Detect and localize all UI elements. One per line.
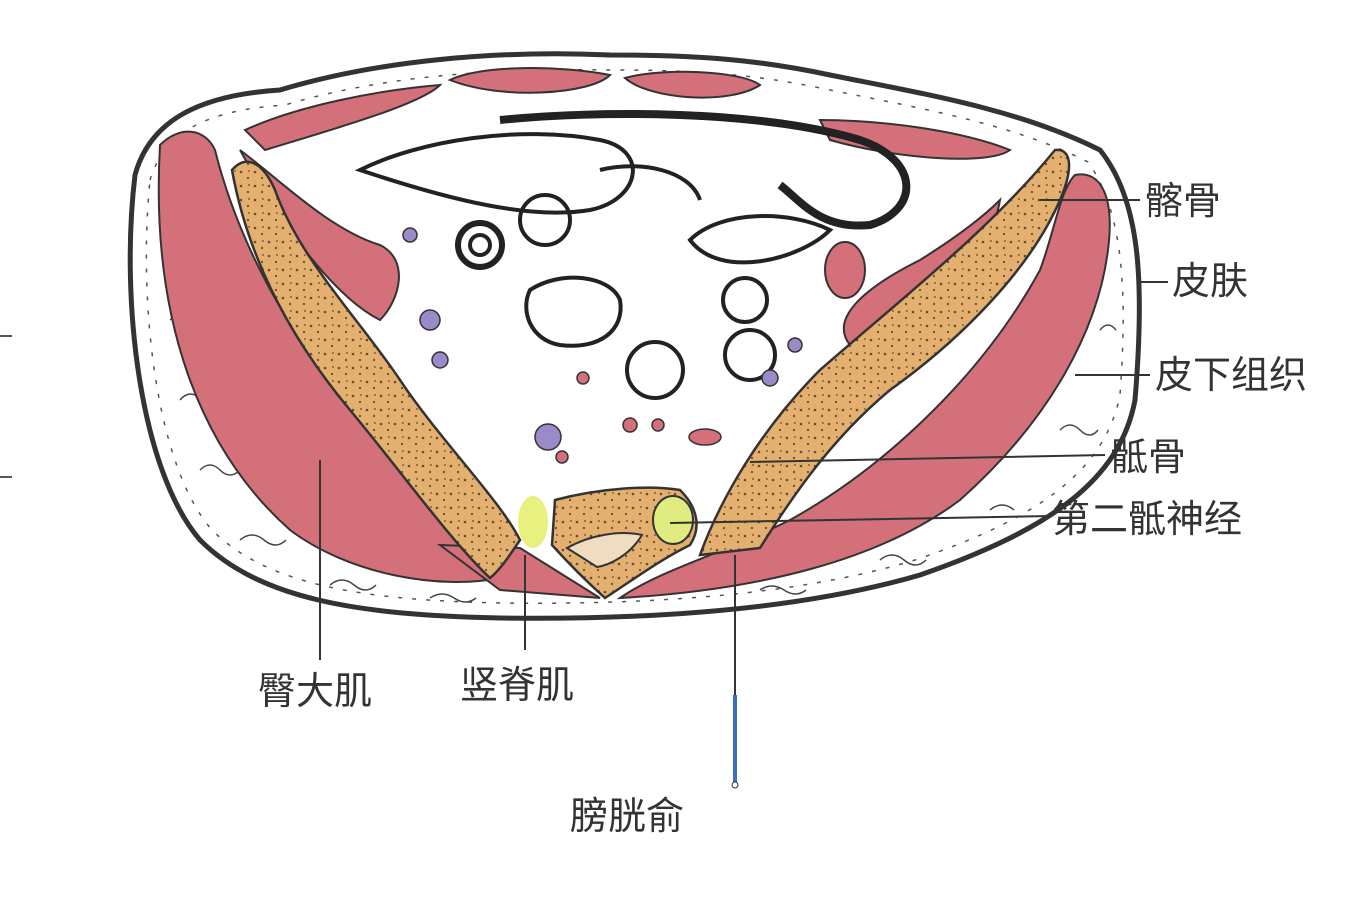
label-gluteus-maximus: 臀大肌 [258,669,373,713]
label-erector-spinae: 竖脊肌 [460,663,575,707]
label-skin: 皮肤 [1172,259,1249,303]
label-ilium: 髂骨 [1145,179,1222,223]
left-ilium [230,160,522,580]
sacral-canal [565,532,644,569]
pelvic-viscera [354,110,911,400]
page-edge-marks [0,335,12,478]
right-ilium [698,148,1071,557]
label-sacrum: 骶骨 [1110,435,1187,479]
blood-vessels [402,227,803,464]
label-subcutaneous: 皮下组织 [1155,353,1308,397]
label-second-sacral-nerve: 第二骶神经 [1052,497,1243,541]
left-second-sacral-nerve [518,496,548,548]
psoas [824,241,866,299]
label-pangguangshu: 膀胱俞 [570,794,685,838]
needle-handle [731,781,739,789]
abdominal-wall-muscles [243,67,1013,160]
leader-lines [319,199,1168,695]
right-second-sacral-nerve [652,495,694,545]
right-gluteus-maximus [616,173,1111,600]
